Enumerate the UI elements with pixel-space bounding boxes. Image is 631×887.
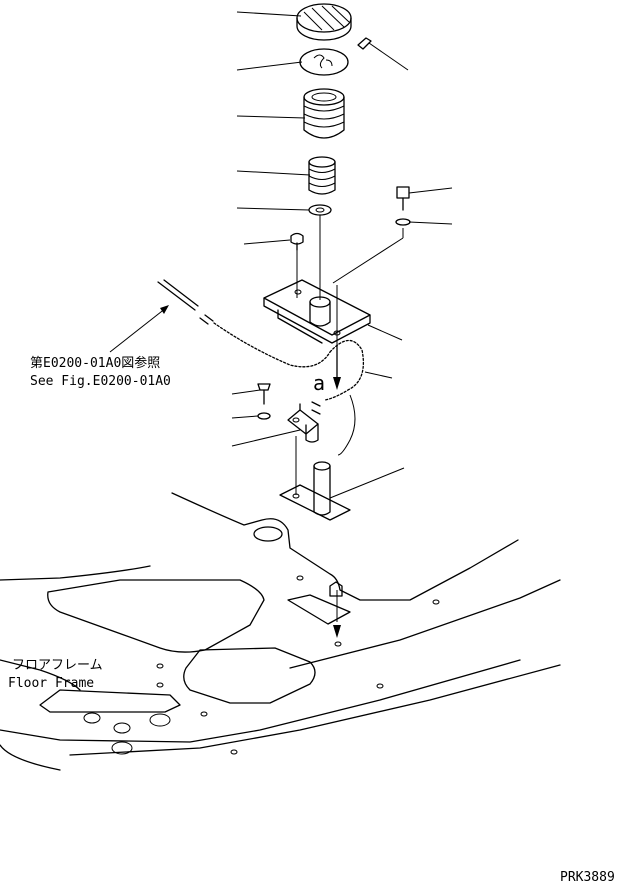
wire-harness-part: [157, 279, 365, 456]
reference-arrow: [109, 305, 169, 353]
cap-bolt-part: [290, 232, 304, 251]
reference-note-ja: 第E0200-01A0図参照: [30, 356, 161, 371]
floor-frame-part: [0, 492, 561, 771]
switch-bracket-part: [287, 403, 319, 443]
floor-frame-label-ja: フロアフレーム: [12, 658, 103, 673]
spring-part: [308, 156, 336, 195]
leader-lines: [231, 11, 453, 499]
hex-bolt-part: [396, 186, 410, 211]
switch-box-part: [263, 279, 371, 344]
boot-part: [303, 88, 345, 139]
reference-note-en: See Fig.E0200-01A0: [30, 374, 171, 389]
washer-small-part: [257, 412, 271, 420]
plate-part: [299, 48, 349, 76]
washer-part: [308, 204, 332, 216]
pedal-post-part: [279, 461, 351, 521]
pin-part: [357, 37, 372, 50]
floor-frame-label-en: Floor Frame: [8, 676, 95, 691]
drawing-code: PRK3889: [560, 870, 615, 885]
lock-washer-part: [395, 218, 411, 226]
pedal-pad-part: [296, 3, 352, 41]
assembly-centerlines: [295, 215, 338, 622]
screw-part: [257, 383, 271, 405]
callout-letter: a: [313, 371, 326, 395]
arrow-a: [333, 344, 341, 390]
